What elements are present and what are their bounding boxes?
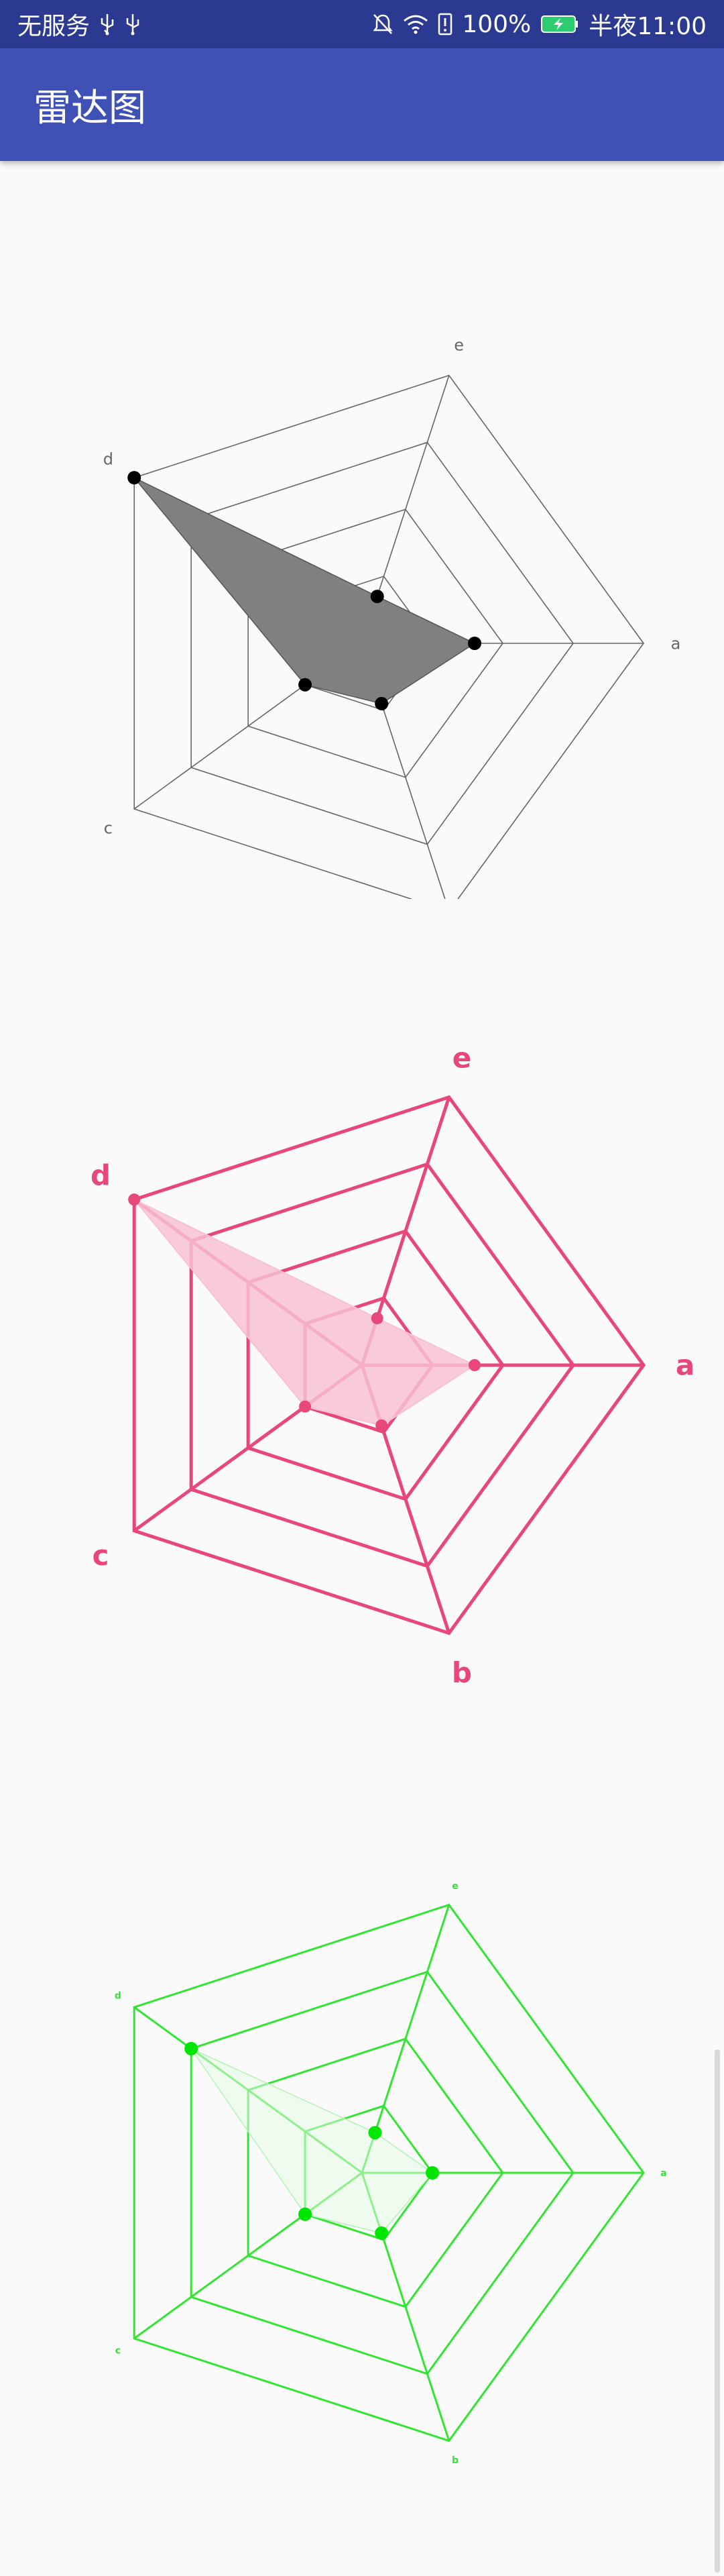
clock: 半夜11:00 [589,13,707,40]
data-point-c[interactable] [298,2207,312,2221]
app-bar: 雷达图 [0,48,724,161]
radar-chart-2: a b c d e [90,1041,695,1689]
axis-label-c: c [104,818,113,837]
battery-charging-icon [540,14,579,34]
status-bar-left: 无服务 [17,7,141,42]
status-bar-right: 100% 半夜11:00 [372,7,707,42]
axis-label-d: d [103,449,113,468]
page-title: 雷达图 [34,86,146,130]
data-point-a[interactable] [468,637,481,650]
axis-label-e: e [452,1041,472,1074]
data-point-d[interactable] [128,1193,141,1206]
grid-ring [246,1229,505,1501]
axis-label-e: e [452,1881,459,1892]
axis-label-c: c [115,2345,121,2356]
data-point-b[interactable] [375,696,389,710]
wifi-icon [403,14,428,34]
axis-label-a: a [671,634,681,653]
scrollbar[interactable] [715,2049,720,2573]
data-area [133,477,476,704]
carrier-label: 无服务 [17,13,90,40]
grid-ring [190,1970,575,2375]
grid-ring [133,1903,645,2443]
data-point-a[interactable] [469,1359,481,1371]
usb-icon [125,13,141,36]
axis-label-b: b [452,1656,472,1689]
data-point-d[interactable] [127,471,141,485]
grid-ring [247,508,503,778]
axis-label-a: a [676,1349,695,1382]
battery-percent: 100% [462,10,532,38]
data-point-b[interactable] [375,2226,389,2240]
data-area [133,1199,477,1426]
axis-label-c: c [93,1539,109,1572]
data-point-e[interactable] [368,2126,382,2140]
axis-label-a: a [660,2168,666,2179]
grid-ring [190,441,574,845]
grid-ring [189,1162,576,1568]
data-point-c[interactable] [299,1400,312,1413]
status-bar: 无服务 100% 半夜11:00 [0,0,724,48]
grid-ring [247,2037,504,2308]
grid-ring [132,1095,646,1635]
data-point-a[interactable] [426,2166,439,2180]
data-point-d[interactable] [184,2041,198,2055]
grid-ring [133,374,644,899]
data-point-c[interactable] [298,678,312,692]
radar-chart-3: a b c d e [115,1881,667,2466]
data-point-e[interactable] [370,590,384,604]
data-point-b[interactable] [375,1419,388,1432]
usb-icon [99,13,115,36]
mute-icon [372,13,394,36]
axis-label-e: e [454,335,464,354]
data-point-e[interactable] [371,1312,383,1325]
axis-label-d: d [90,1159,111,1191]
alert-icon [438,13,452,36]
axis-label-d: d [115,1990,121,2001]
axis-label-b: b [452,2455,459,2466]
content-area[interactable]: a b c d e a b c d e a b c d e [0,161,724,2576]
data-area [190,2047,434,2234]
